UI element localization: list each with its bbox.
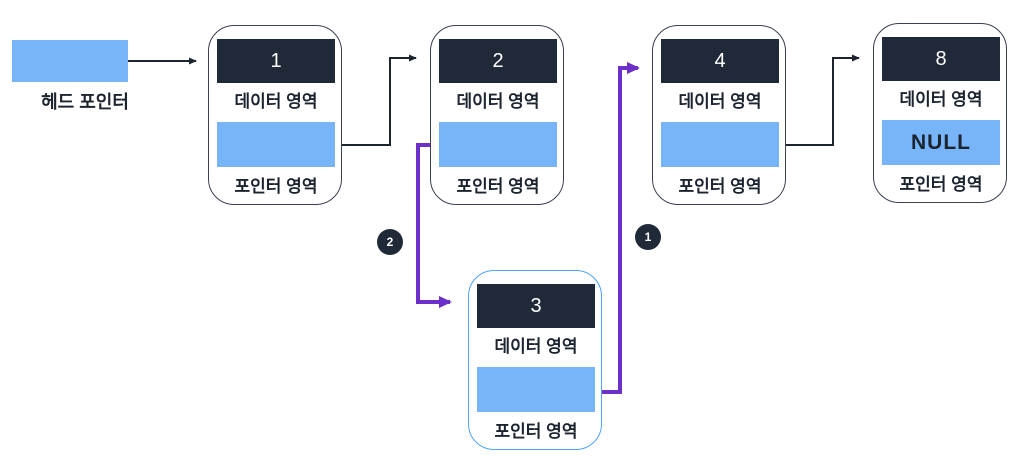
- node4-pointer-area: [661, 122, 779, 167]
- node8-data-area: 8: [882, 37, 1000, 81]
- node1-data-area-label: 데이터 영역: [234, 92, 318, 111]
- node2-pointer-area-label: 포인터 영역: [456, 177, 540, 196]
- node3-data-area: 3: [477, 284, 595, 328]
- list-node-2: 2 데이터 영역 포인터 영역: [430, 25, 564, 205]
- step-badge-1: 1: [635, 224, 661, 250]
- node8-data-area-label: 데이터 영역: [899, 90, 983, 109]
- step-badge-2: 2: [377, 229, 403, 255]
- node1-pointer-area: [217, 122, 335, 167]
- head-pointer-box: [12, 40, 128, 82]
- node3-pointer-area: [477, 367, 595, 412]
- node2-data-area: 2: [439, 39, 557, 83]
- node1-pointer-area-label: 포인터 영역: [234, 177, 318, 196]
- head-pointer-label: 헤드 포인터: [41, 92, 129, 112]
- list-node-4: 4 데이터 영역 포인터 영역: [652, 25, 786, 205]
- node1-data-area: 1: [217, 39, 335, 83]
- list-node-3-inserted: 3 데이터 영역 포인터 영역: [468, 270, 602, 450]
- node4-data-area-label: 데이터 영역: [678, 92, 762, 111]
- node8-pointer-area-label: 포인터 영역: [899, 175, 983, 194]
- node3-data-area-label: 데이터 영역: [494, 337, 578, 356]
- node8-pointer-area-null: NULL: [882, 120, 1000, 165]
- node2-data-area-label: 데이터 영역: [456, 92, 540, 111]
- list-node-8: 8 데이터 영역 NULL 포인터 영역: [873, 23, 1007, 203]
- node4-pointer-area-label: 포인터 영역: [678, 177, 762, 196]
- node2-pointer-area: [439, 122, 557, 167]
- node4-data-area: 4: [661, 39, 779, 83]
- node3-pointer-area-label: 포인터 영역: [494, 422, 578, 441]
- list-node-1: 1 데이터 영역 포인터 영역: [208, 25, 342, 205]
